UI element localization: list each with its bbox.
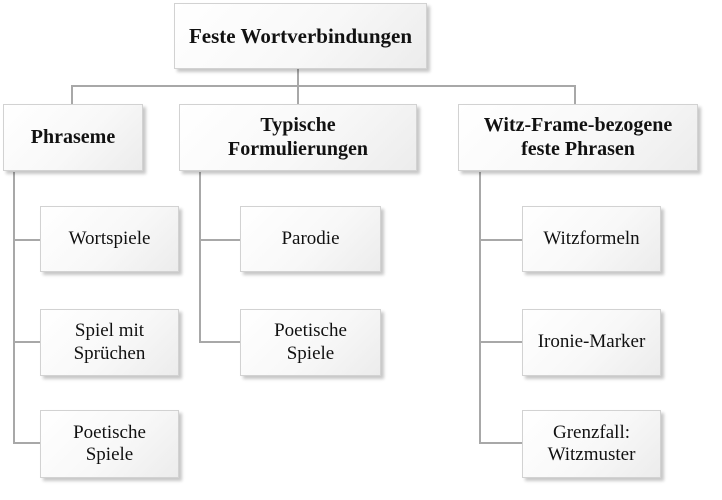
branch-3-connectors xyxy=(479,172,523,444)
leaf-node-poetische-spiele-2: Poetische Spiele xyxy=(240,309,381,376)
branch-node-typische-formulierungen: Typische Formulierungen xyxy=(179,104,417,171)
leaf-node-label: Parodie xyxy=(281,227,340,249)
leaf-node-parodie: Parodie xyxy=(240,206,381,272)
leaf-node-label: Poetische Spiele xyxy=(73,421,146,465)
leaf-node-label: Witzformeln xyxy=(543,227,640,249)
leaf-node-poetische-spiele-1: Poetische Spiele xyxy=(40,410,179,478)
leaf-node-witzformeln: Witzformeln xyxy=(522,206,661,272)
leaf-node-label: Ironie-Marker xyxy=(537,331,646,353)
branch-node-label: Witz-Frame-bezogene feste Phrasen xyxy=(483,113,673,160)
branch-node-witz-frame: Witz-Frame-bezogene feste Phrasen xyxy=(458,104,698,171)
leaf-node-label: Grenzfall: Witzmuster xyxy=(547,421,636,465)
leaf-node-label: Poetische Spiele xyxy=(274,320,347,364)
branch-1-connectors xyxy=(13,172,41,444)
root-to-branches-connectors xyxy=(71,69,576,105)
root-node-label: Feste Wortverbindungen xyxy=(188,23,413,48)
branch-node-phraseme: Phraseme xyxy=(3,104,143,171)
leaf-node-label: Spiel mit Sprüchen xyxy=(73,320,146,364)
branch-node-label: Phraseme xyxy=(30,125,116,148)
root-node: Feste Wortverbindungen xyxy=(174,3,427,69)
leaf-node-spiel-mit-spruechen: Spiel mit Sprüchen xyxy=(40,309,179,376)
leaf-node-label: Wortspiele xyxy=(68,227,151,249)
leaf-node-ironie-marker: Ironie-Marker xyxy=(522,309,661,376)
leaf-node-wortspiele: Wortspiele xyxy=(40,206,179,272)
branch-node-label: Typische Formulierungen xyxy=(228,113,368,160)
branch-2-connectors xyxy=(199,172,241,343)
leaf-node-grenzfall-witzmuster: Grenzfall: Witzmuster xyxy=(522,410,661,478)
